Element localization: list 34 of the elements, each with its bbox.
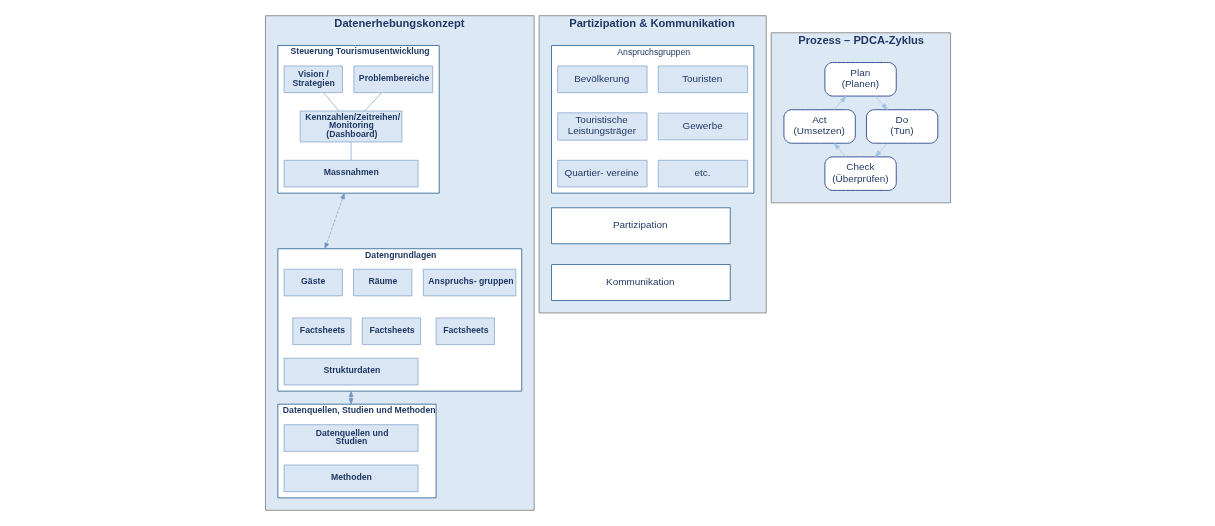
node-box: Methoden (283, 464, 418, 492)
node-box: Vision / Strategien (283, 65, 343, 93)
node-box: Do (Tun) (865, 109, 938, 144)
node-box: etc. (657, 160, 748, 188)
node-box: Act (Umsetzen) (782, 109, 856, 144)
node-box: Kommunikation (550, 264, 731, 301)
connector (350, 141, 351, 161)
node-box: Kennzahlen/Zeitreihen/ Monitoring (Dashboard) (299, 110, 402, 143)
connector (364, 92, 382, 112)
node-box: Massnahmen (283, 160, 418, 188)
node-box: Strukturdaten (283, 357, 418, 386)
node-box: Factsheets (291, 317, 351, 345)
node-box: Partizipation (550, 207, 731, 245)
node-box: Touristische Leistungsträger (556, 112, 647, 141)
arrow (874, 95, 888, 110)
node-box: Factsheets (361, 317, 421, 345)
connector (322, 92, 339, 112)
node-box: Plan (Planen) (823, 62, 897, 97)
arrow (324, 192, 345, 250)
node-box: Check (Überprüfen) (823, 156, 897, 191)
node-box: Räume (352, 268, 412, 297)
node-box: Touristen (657, 65, 748, 93)
node-box: Datenquellen und Studien (283, 424, 418, 452)
arrow (833, 143, 846, 158)
node-box: Gäste (283, 268, 343, 297)
node-box: Factsheets (435, 317, 495, 345)
node-box: Anspruchs- gruppen (422, 268, 516, 297)
node-box: Bevölkerung (556, 65, 647, 93)
arrow (874, 143, 888, 158)
arrow (348, 390, 353, 405)
node-box: Quartier- vereine (556, 160, 647, 188)
node-box: Problembereiche (353, 65, 433, 93)
arrow (833, 95, 846, 110)
node-box: Gewerbe (657, 112, 748, 141)
